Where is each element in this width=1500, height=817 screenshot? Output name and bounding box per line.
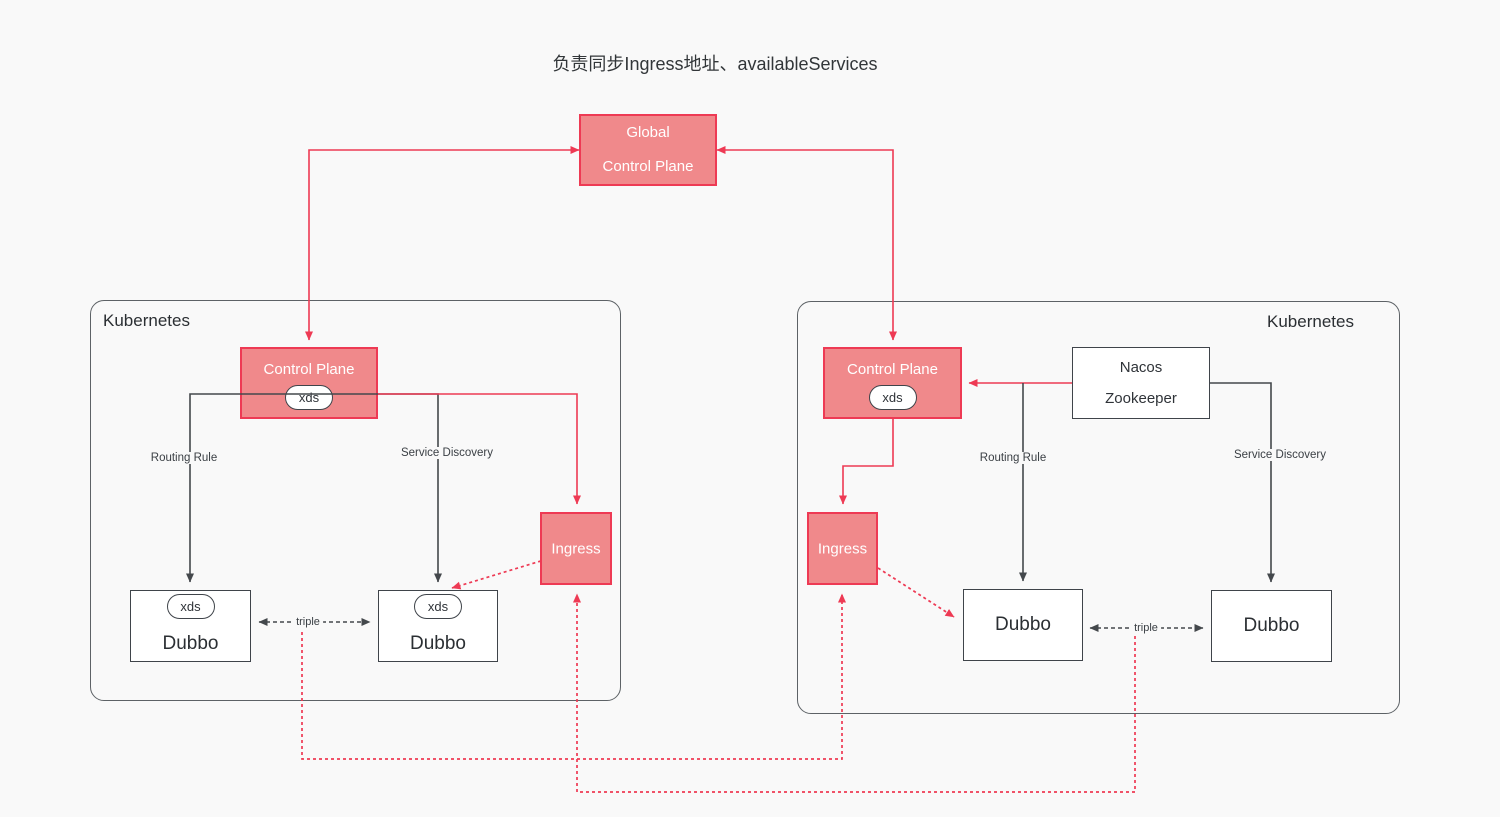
left-ingress-label: Ingress [551, 540, 601, 557]
global-control-plane-line2: Control Plane [602, 158, 694, 175]
left-dubbo-b-box: xds Dubbo [378, 590, 498, 662]
global-control-plane-line1: Global [626, 124, 670, 141]
left-control-plane-box: Control Plane xds [240, 347, 378, 419]
left-routing-rule-label: Routing Rule [147, 452, 221, 464]
left-ingress-box: Ingress [540, 512, 612, 585]
global-control-plane-box: Global Control Plane [579, 114, 717, 186]
right-control-plane-label: Control Plane [847, 361, 938, 378]
right-dubbo-a-label: Dubbo [995, 614, 1051, 635]
right-cluster-label: Kubernetes [1267, 312, 1354, 331]
right-triple-label: triple [1131, 622, 1161, 634]
left-control-plane-xds-badge: xds [285, 385, 333, 410]
left-dubbo-b-xds-badge: xds [414, 594, 462, 619]
right-routing-rule-label: Routing Rule [976, 452, 1050, 464]
right-dubbo-b-box: Dubbo [1211, 590, 1332, 662]
left-cluster-label: Kubernetes [103, 311, 190, 330]
left-dubbo-a-box: xds Dubbo [130, 590, 251, 662]
left-dubbo-a-xds-badge: xds [166, 594, 215, 619]
right-dubbo-b-label: Dubbo [1243, 615, 1300, 636]
right-service-discovery-label: Service Discovery [1230, 449, 1330, 461]
left-triple-label: triple [293, 616, 323, 628]
right-control-plane-xds-badge: xds [868, 385, 917, 410]
right-ingress-box: Ingress [807, 512, 878, 585]
registry-line1: Nacos [1119, 358, 1163, 376]
registry-line2: Zookeeper [1105, 389, 1177, 407]
left-dubbo-b-label: Dubbo [410, 633, 466, 654]
registry-box: Nacos Zookeeper [1072, 347, 1210, 419]
right-control-plane-box: Control Plane xds [823, 347, 962, 419]
right-dubbo-a-box: Dubbo [963, 589, 1083, 661]
right-ingress-label: Ingress [817, 540, 868, 557]
left-dubbo-a-label: Dubbo [162, 633, 219, 654]
diagram-title: 负责同步Ingress地址、availableServices [552, 54, 878, 74]
left-control-plane-label: Control Plane [263, 361, 355, 378]
left-service-discovery-label: Service Discovery [397, 447, 497, 459]
